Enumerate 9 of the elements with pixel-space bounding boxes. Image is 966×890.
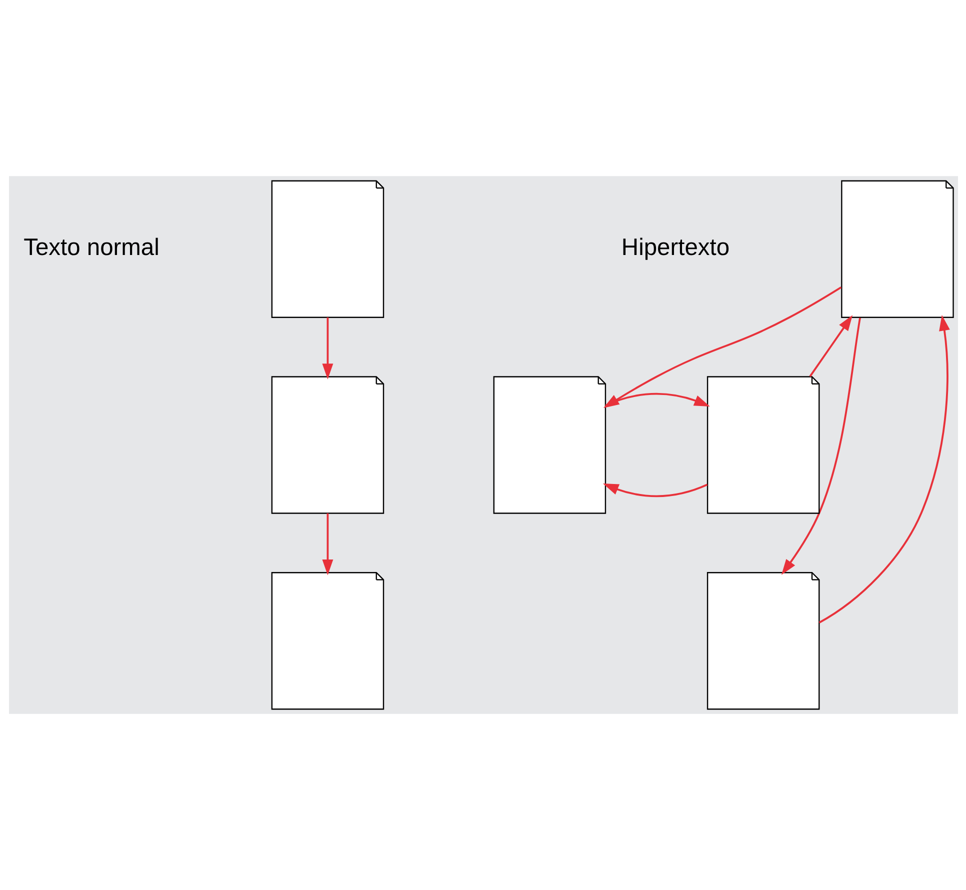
arrow [604,392,710,406]
label: Texto normal [23,235,159,262]
arrow [780,318,860,575]
arrow [818,315,950,624]
arrow [322,317,333,380]
arrow [808,315,852,378]
arrow [322,513,333,576]
label: Hipertexto [620,235,730,262]
arrow [602,483,708,498]
